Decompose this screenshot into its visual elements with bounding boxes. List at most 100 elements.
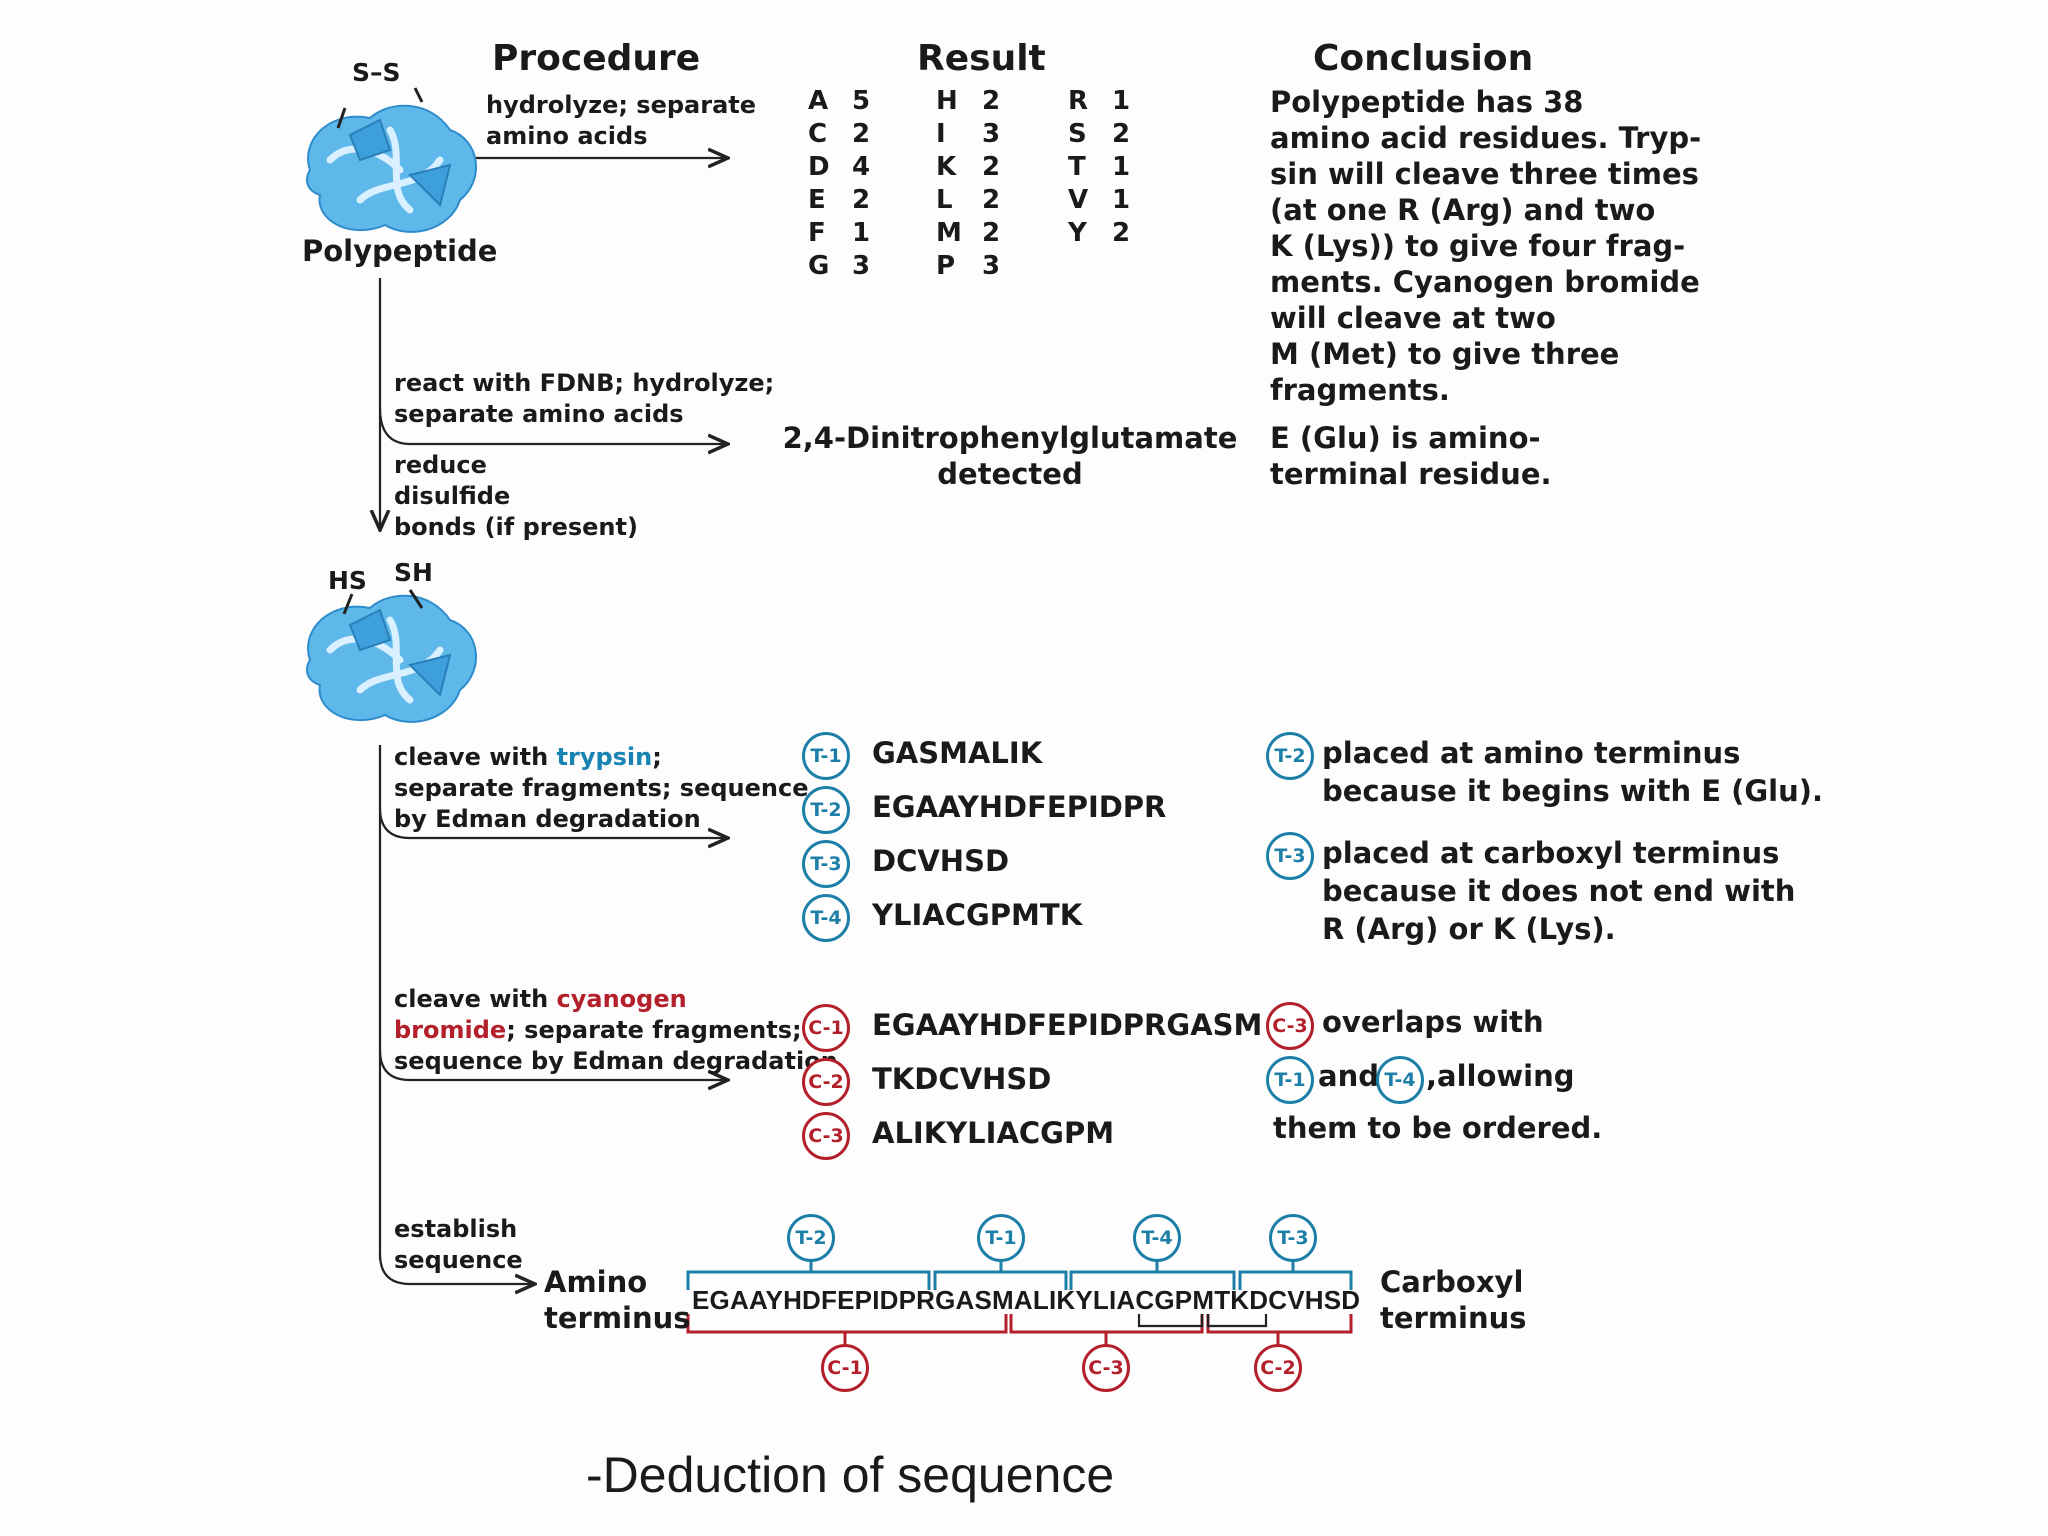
bromide-label: bromide — [394, 1016, 507, 1044]
final-badge-t3: T-3 — [1269, 1214, 1317, 1262]
amino-acid-letter: V — [1068, 185, 1089, 215]
amino-acid-count: 3 — [982, 119, 1001, 149]
amino-acid-letter: C — [808, 119, 828, 149]
amino-acid-count: 1 — [1112, 86, 1131, 116]
amino-acid-letter: Y — [1068, 218, 1087, 248]
conclusion-c3-line3: them to be ordered. — [1273, 1111, 1603, 1145]
amino-acid-count: 2 — [982, 218, 1001, 248]
step-trypsin: cleave with trypsin; separate fragments;… — [394, 743, 809, 833]
conclusion-amino-terminal: E (Glu) is amino- terminal residue. — [1270, 421, 1552, 491]
amino-acid-letter: E — [808, 185, 826, 215]
amino-acid-letter: M — [936, 218, 962, 248]
reduced-polypeptide-icon — [306, 594, 477, 723]
step-cnbr: cleave with cyanogen bromide; separate f… — [394, 985, 838, 1075]
final-badge-t4: T-4 — [1133, 1214, 1181, 1262]
amino-acid-count: 2 — [852, 119, 871, 149]
folded-polypeptide-icon — [306, 87, 477, 233]
step-fdnb: react with FDNB; hydrolyze;separate amin… — [394, 369, 775, 428]
sh-label: SH — [394, 558, 433, 587]
trypsin-arrow — [378, 807, 728, 838]
amino-acid-letter: L — [936, 185, 953, 215]
amino-acid-count: 3 — [852, 251, 871, 281]
amino-acid-count: 3 — [982, 251, 1001, 281]
fragment-badge: T-1 — [802, 732, 850, 780]
caption: -Deduction of sequence — [586, 1447, 1115, 1503]
header-procedure: Procedure — [492, 38, 701, 79]
fragment-badge: C-1 — [802, 1004, 850, 1052]
amino-acid-letter: R — [1068, 86, 1089, 116]
final-sequence: EGAAYHDFEPIDPRGASMALIKYLIACGPMTKDCVHSD — [692, 1285, 1361, 1315]
amino-acid-letter: K — [936, 152, 957, 182]
fragment-sequence: DCVHSD — [872, 844, 1010, 878]
amino-acid-letter: I — [936, 119, 946, 149]
amino-acid-letter: F — [808, 218, 826, 248]
badge-t3-conclusion: T-3 — [1266, 832, 1314, 880]
amino-acid-count: 1 — [1112, 185, 1131, 215]
badge-t4-conclusion: T-4 — [1376, 1056, 1424, 1104]
header-result: Result — [917, 38, 1046, 79]
polypeptide-label: Polypeptide — [302, 234, 498, 268]
header-conclusion: Conclusion — [1313, 38, 1534, 79]
amino-acid-count: 1 — [1112, 152, 1131, 182]
badge-t1-conclusion: T-1 — [1266, 1056, 1314, 1104]
amino-acid-letter: T — [1068, 152, 1086, 182]
badge-t2-conclusion: T-2 — [1266, 732, 1314, 780]
fragment-sequence: EGAAYHDFEPIDPRGASM — [872, 1008, 1263, 1042]
fragment-badge: T-4 — [802, 894, 850, 942]
conclusion-c3-line1: overlaps with — [1322, 1005, 1544, 1039]
trypsin-brackets — [686, 1260, 1353, 1290]
hs-label: HS — [328, 566, 367, 595]
conclusion-composition: Polypeptide has 38 amino acid residues. … — [1270, 85, 1702, 407]
amino-acid-count: 2 — [852, 185, 871, 215]
final-badge-c1: C-1 — [821, 1344, 869, 1392]
establish-arrow — [378, 1253, 535, 1284]
amino-acid-letter: S — [1068, 119, 1087, 149]
amino-acid-count: 2 — [982, 185, 1001, 215]
amino-acid-letter: P — [936, 251, 956, 281]
amino-acid-count: 4 — [852, 152, 871, 182]
cnbr-arrow — [378, 1049, 728, 1080]
final-badge-t1: T-1 — [977, 1214, 1025, 1262]
fragment-badge: T-2 — [802, 786, 850, 834]
badge-c3-conclusion: C-3 — [1266, 1002, 1314, 1050]
cyanogen-label: cyanogen — [556, 985, 687, 1013]
fragment-badge: C-3 — [802, 1112, 850, 1160]
fragment-badge: T-3 — [802, 840, 850, 888]
thiol-bonds — [342, 589, 424, 615]
cnbr-brackets — [686, 1314, 1353, 1344]
disulfide-label: S–S — [352, 58, 401, 87]
amino-acid-count: 2 — [982, 152, 1001, 182]
conclusion-c3-allowing: ,allowing — [1426, 1059, 1575, 1093]
conclusion-c3-and: and — [1318, 1059, 1379, 1093]
fragment-badge: C-2 — [802, 1058, 850, 1106]
fragment-sequence: TKDCVHSD — [872, 1062, 1052, 1096]
final-badge-c2: C-2 — [1254, 1344, 1302, 1392]
amino-acid-count: 2 — [1112, 119, 1131, 149]
amino-acid-count: 5 — [852, 86, 871, 116]
amino-acid-count: 2 — [1112, 218, 1131, 248]
fragment-sequence: YLIACGPMTK — [872, 898, 1083, 932]
fdnb-arrow — [378, 407, 728, 444]
final-badge-t2: T-2 — [787, 1214, 835, 1262]
final-badge-c3: C-3 — [1082, 1344, 1130, 1392]
amino-acid-letter: A — [808, 86, 829, 116]
amino-acid-letter: G — [808, 251, 830, 281]
amino-acid-letter: D — [808, 152, 830, 182]
amino-acid-count: 1 — [852, 218, 871, 248]
fragment-sequence: ALIKYLIACGPM — [872, 1116, 1115, 1150]
amino-acid-count: 2 — [982, 86, 1001, 116]
overlap-markers — [1137, 1314, 1268, 1328]
fragment-sequence: EGAAYHDFEPIDPR — [872, 790, 1167, 824]
fragment-sequence: GASMALIK — [872, 736, 1043, 770]
trypsin-label: trypsin — [556, 743, 653, 771]
amino-acid-letter: H — [936, 86, 958, 116]
